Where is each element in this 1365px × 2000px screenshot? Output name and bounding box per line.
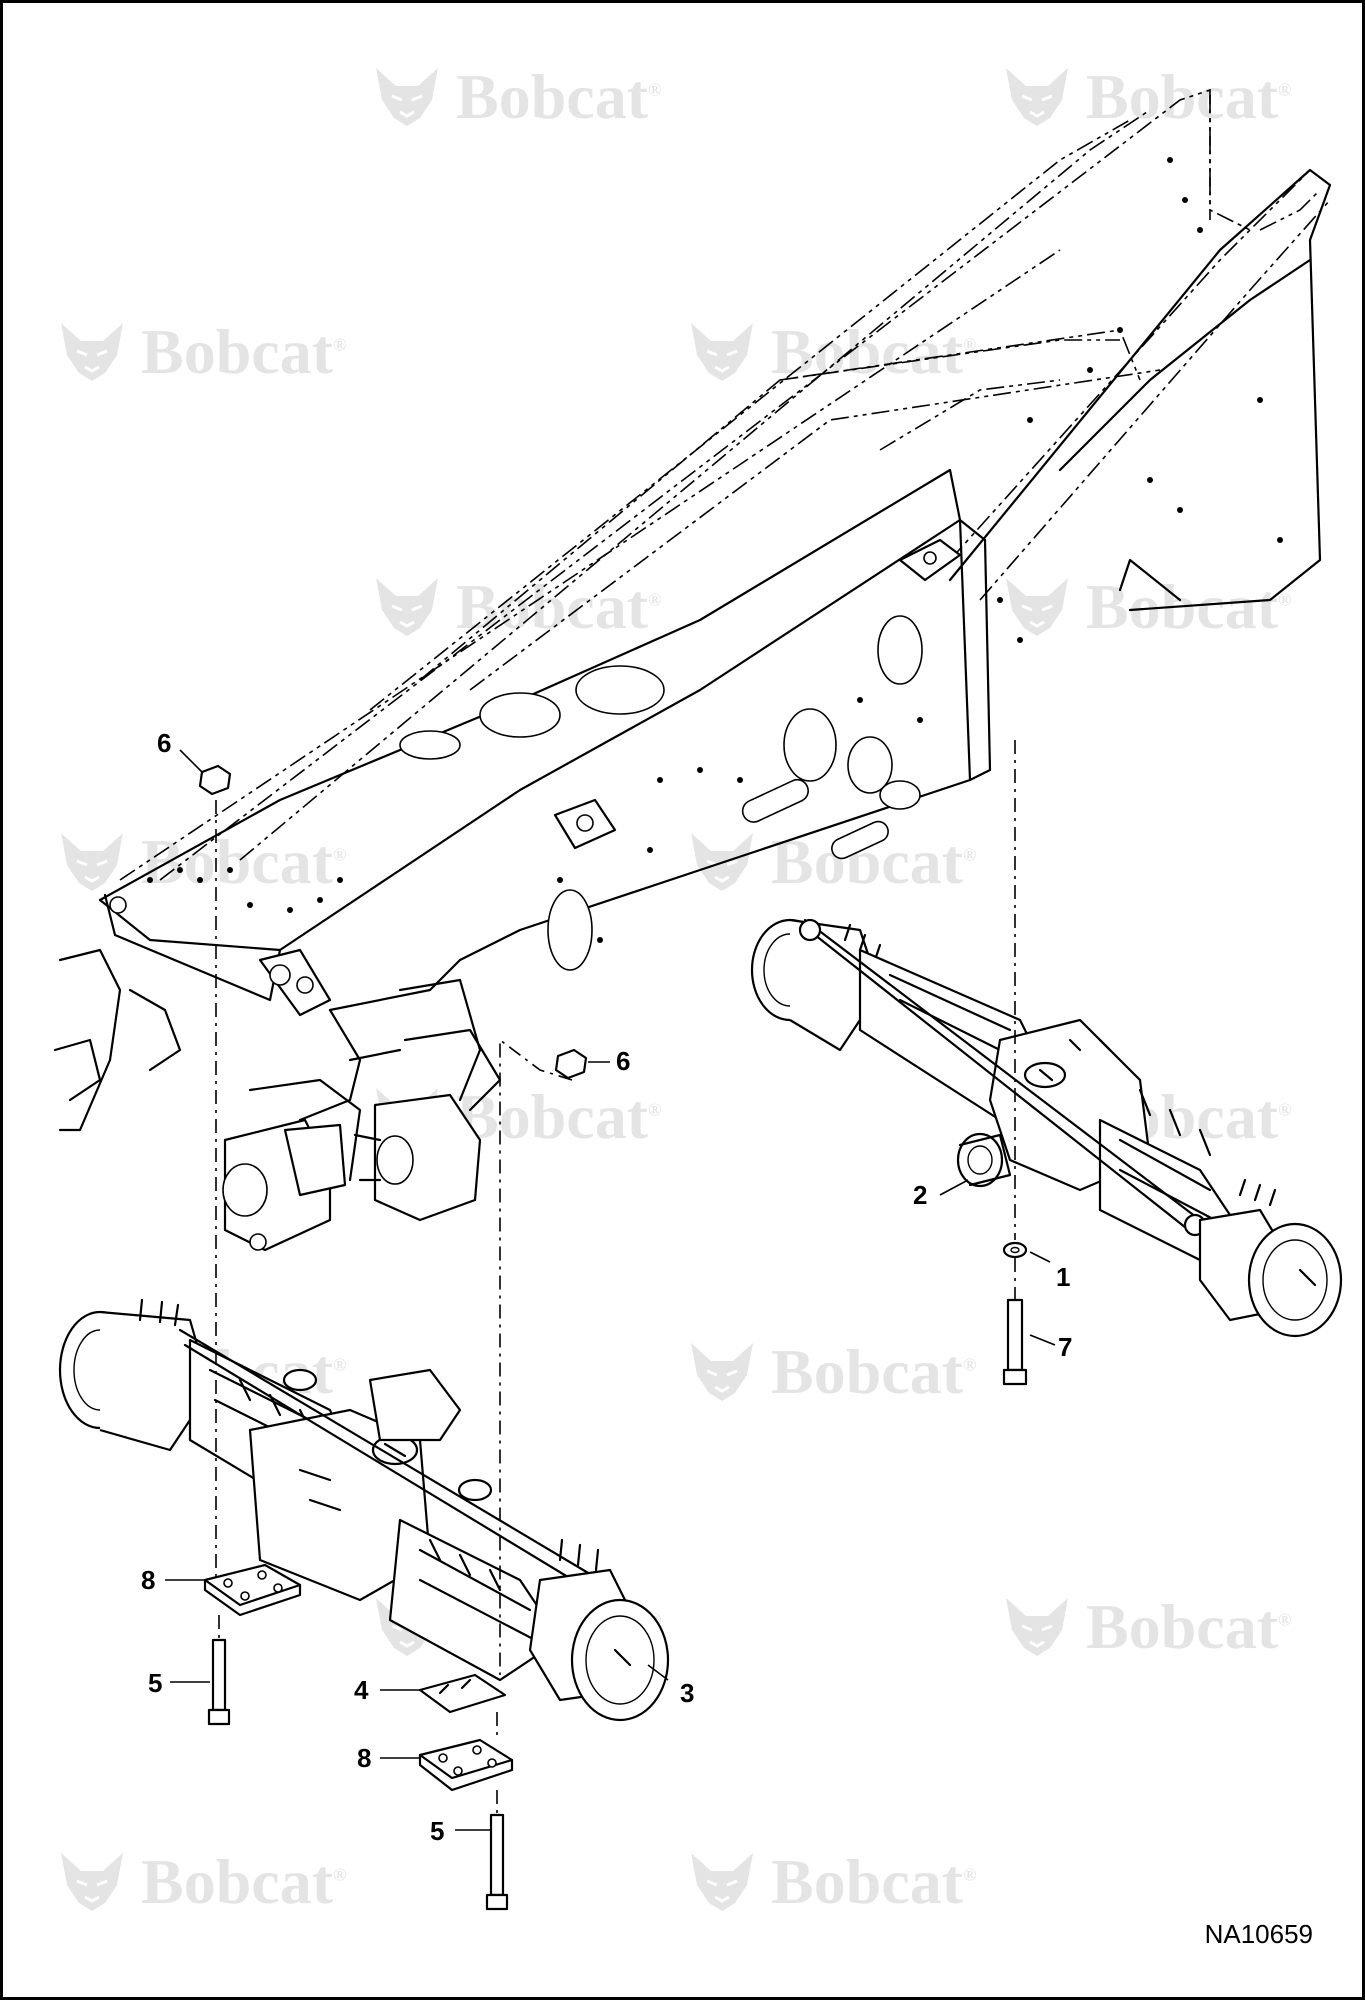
rear-axle-assembly <box>750 918 1343 1338</box>
watermark-text: Bobcat® <box>771 1336 977 1407</box>
watermark-text: Bobcat® <box>771 1846 977 1917</box>
bobcat-watermark: Bobcat® <box>55 1845 346 1919</box>
watermark-registered: ® <box>333 844 347 865</box>
callout-6-lower: 6 <box>616 1046 631 1076</box>
figure-id: NA10659 <box>1204 1919 1313 1949</box>
watermark-text: Bobcat® <box>141 1846 347 1917</box>
watermark-text: Bobcat® <box>456 61 662 132</box>
bolt-5-lower <box>489 1813 505 1897</box>
washer <box>1002 1241 1028 1259</box>
callout-5-lower: 5 <box>430 1816 445 1846</box>
watermark-registered: ® <box>648 589 662 610</box>
watermark-registered: ® <box>1278 589 1292 610</box>
callout-4: 4 <box>354 1675 369 1705</box>
alignment-lines <box>215 740 1016 1815</box>
callout-2: 2 <box>913 1180 928 1210</box>
bobcat-watermark: Bobcat® <box>1000 1590 1291 1664</box>
watermark-text: Bobcat® <box>141 826 347 897</box>
watermark-registered: ® <box>333 334 347 355</box>
callout-5-upper: 5 <box>148 1668 163 1698</box>
shim-4 <box>418 1673 507 1714</box>
watermark-registered: ® <box>1278 1609 1292 1630</box>
watermark-registered: ® <box>333 1354 347 1375</box>
bobcat-watermark: Bobcat® <box>55 825 346 899</box>
bobcat-watermark: Bobcat® <box>685 315 976 389</box>
bolt-5-upper <box>211 1638 227 1712</box>
callout-1: 1 <box>1056 1262 1071 1292</box>
plate-8-lower <box>418 1738 514 1780</box>
front-axle-assembly <box>58 1298 670 1722</box>
bobcat-watermark: Bobcat® <box>370 60 661 134</box>
bobcat-watermark: Bobcat® <box>1000 60 1291 134</box>
watermark-registered: ® <box>963 1864 977 1885</box>
leader-lines <box>165 749 1056 1831</box>
callout-3: 3 <box>680 1678 695 1708</box>
callout-6-upper: 6 <box>157 728 172 758</box>
watermark-text: Bobcat® <box>771 316 977 387</box>
watermark-registered: ® <box>963 334 977 355</box>
nut-lower <box>554 1048 588 1080</box>
nut-upper <box>198 764 232 796</box>
watermark-text: Bobcat® <box>1086 1591 1292 1662</box>
hardware <box>198 764 1028 1911</box>
watermark-text: Bobcat® <box>141 316 347 387</box>
bobcat-watermark: Bobcat® <box>55 315 346 389</box>
watermark-registered: ® <box>1278 79 1292 100</box>
frame-hidden-lines <box>119 88 1331 881</box>
main-frame <box>53 157 1332 1252</box>
watermark-text: Bobcat® <box>1086 61 1292 132</box>
callout-8-upper: 8 <box>141 1565 156 1595</box>
watermark-registered: ® <box>648 79 662 100</box>
watermark-registered: ® <box>1278 1099 1292 1120</box>
watermark-registered: ® <box>648 1099 662 1120</box>
watermark-registered: ® <box>963 1354 977 1375</box>
bobcat-watermark: Bobcat® <box>685 1845 976 1919</box>
watermark-registered: ® <box>963 844 977 865</box>
bobcat-watermark: Bobcat® <box>685 1335 976 1409</box>
watermark-registered: ® <box>333 1864 347 1885</box>
callout-8-lower: 8 <box>357 1743 372 1773</box>
bolt-7 <box>1006 1298 1024 1372</box>
callout-7: 7 <box>1058 1332 1073 1362</box>
